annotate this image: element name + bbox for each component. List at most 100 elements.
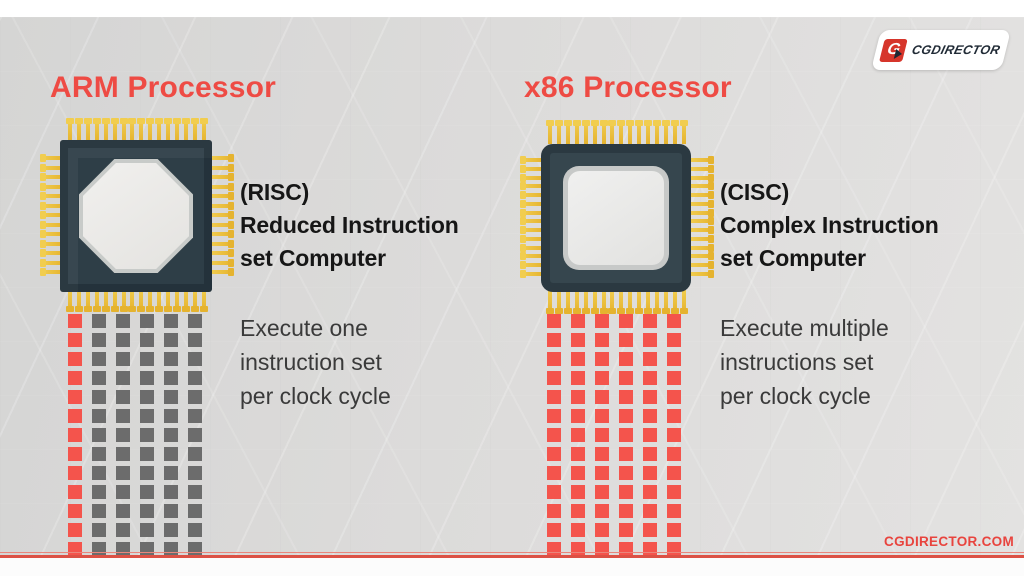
instruction-cell (92, 333, 106, 347)
chip-pin (40, 258, 64, 267)
instruction-cell (116, 371, 130, 385)
x86-chip-pins-bottom (546, 290, 688, 314)
chip-pin (520, 252, 544, 261)
chip-pin (520, 173, 544, 182)
instruction-cell (92, 409, 106, 423)
instruction-cell-active (547, 333, 561, 347)
instruction-cell (92, 447, 106, 461)
chip-pin (572, 290, 581, 314)
instruction-cell (92, 314, 106, 328)
instruction-cell-active (667, 447, 681, 461)
chip-pin (210, 230, 234, 238)
instruction-cell (92, 428, 106, 442)
chip-pin (608, 120, 617, 144)
footer-site-text: CGDIRECTOR.COM (884, 534, 1014, 549)
instruction-cell (188, 485, 202, 499)
chip-pin (690, 252, 714, 261)
chip-pin (210, 182, 234, 191)
chip-pin (572, 120, 581, 144)
chip-pin (690, 217, 714, 226)
instruction-cell (188, 352, 202, 366)
instruction-cell-active (547, 447, 561, 461)
instruction-cell (140, 371, 154, 385)
instruction-cell-active (643, 466, 657, 480)
arm-chip-body (60, 140, 212, 292)
cgdirector-logo-badge: G CGDIRECTOR (871, 30, 1011, 70)
instruction-cell-active (68, 314, 82, 328)
instruction-cell-active (68, 466, 82, 480)
chip-pin (40, 201, 64, 210)
chip-pin (690, 234, 714, 243)
chip-pin (563, 120, 572, 144)
instruction-cell-active (643, 371, 657, 385)
chip-pin (40, 154, 64, 162)
instruction-cell (116, 352, 130, 366)
instruction-cell-active (619, 371, 633, 385)
chip-pin (210, 201, 234, 210)
instruction-cell (116, 485, 130, 499)
instruction-cell (164, 390, 178, 404)
instruction-cell-active (643, 333, 657, 347)
instruction-cell (116, 390, 130, 404)
instruction-cell (188, 390, 202, 404)
x86-chip-illustration (518, 118, 716, 316)
instruction-cell-active (595, 390, 609, 404)
chip-pin (520, 269, 544, 278)
instruction-cell-active (595, 314, 609, 328)
chip-pin (690, 156, 714, 164)
chip-pin (181, 288, 190, 312)
arm-chip-pins-left (40, 154, 64, 276)
instruction-cell (140, 390, 154, 404)
chip-pin (128, 118, 137, 142)
instruction-cell-active (68, 409, 82, 423)
chip-pin (690, 226, 714, 235)
chip-pin (599, 120, 608, 144)
arm-chip-die-surface (83, 163, 189, 269)
chip-pin (199, 118, 208, 142)
instruction-cell (92, 371, 106, 385)
arm-exec-line1: Execute one (240, 315, 368, 341)
chip-pin (554, 290, 563, 314)
cgdirector-g-icon: G (879, 38, 908, 62)
instruction-cell (164, 504, 178, 518)
chip-pin (40, 268, 64, 276)
chip-pin (210, 192, 234, 200)
chip-pin (128, 288, 137, 312)
x86-chip-die (563, 166, 669, 270)
chip-pin (92, 288, 101, 312)
instruction-cell-active (595, 485, 609, 499)
instruction-cell (140, 352, 154, 366)
arm-arch-line2: set Computer (240, 245, 386, 271)
instruction-cell-active (547, 390, 561, 404)
chip-pin (670, 290, 679, 314)
instruction-cell-active (643, 523, 657, 537)
instruction-cell (188, 447, 202, 461)
instruction-cell-active (619, 352, 633, 366)
instruction-cell (164, 428, 178, 442)
instruction-cell (188, 333, 202, 347)
chip-pin (690, 173, 714, 182)
x86-exec-line1: Execute multiple (720, 315, 889, 341)
instruction-cell (164, 352, 178, 366)
chip-pin (83, 288, 92, 312)
chip-pin (210, 173, 234, 181)
cgdirector-logo: G CGDIRECTOR (879, 38, 1003, 62)
arm-chip-pins-top (66, 118, 208, 142)
chip-pin (690, 261, 714, 270)
chip-pin (40, 173, 64, 181)
chip-pin (173, 118, 182, 142)
chip-pin (520, 164, 544, 173)
chip-pin (617, 290, 626, 314)
chip-pin (581, 120, 590, 144)
chip-pin (520, 199, 544, 208)
chip-pin (690, 164, 714, 173)
instruction-cell-active (643, 314, 657, 328)
arm-chip-pins-bottom (66, 288, 208, 312)
instruction-cell-active (595, 428, 609, 442)
top-white-strip (0, 0, 1024, 17)
instruction-cell-active (667, 352, 681, 366)
chip-pin (119, 118, 128, 142)
instruction-cell-active (619, 523, 633, 537)
arm-column-title: ARM Processor (50, 71, 277, 104)
arm-chip-illustration (38, 116, 236, 314)
